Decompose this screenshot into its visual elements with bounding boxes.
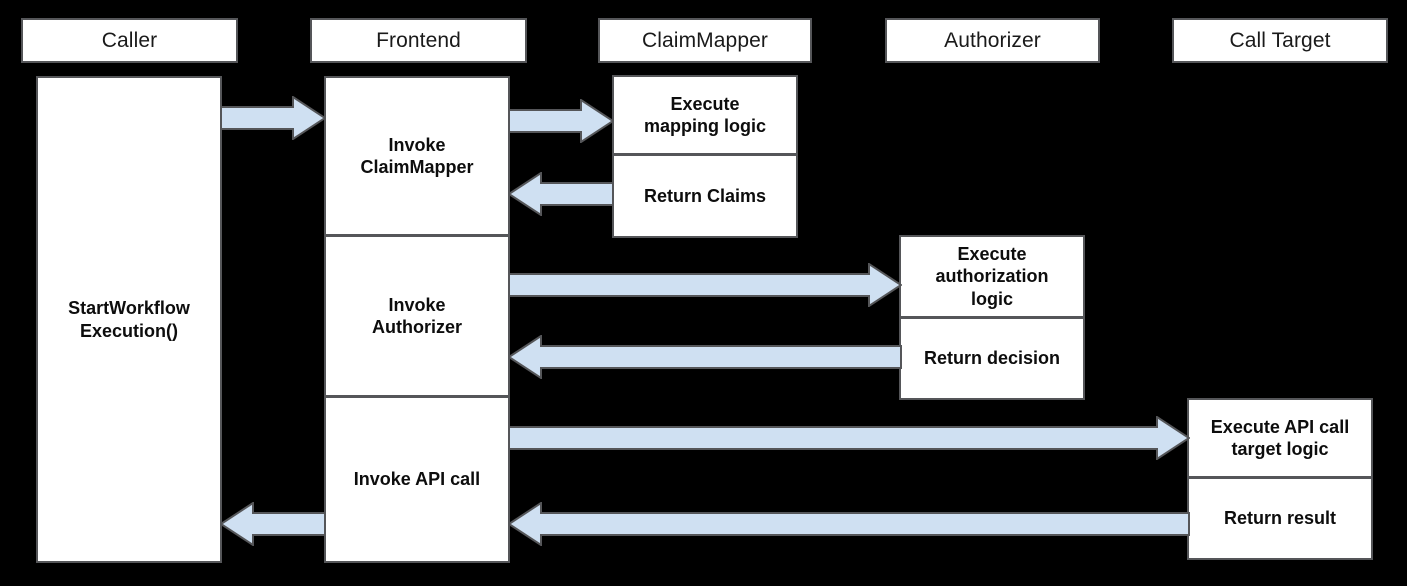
lane-header-claimmapper-label: ClaimMapper bbox=[642, 28, 768, 52]
activation-frontend-invoke-api-call[interactable]: Invoke API call bbox=[324, 397, 510, 563]
message-arrow-frontend-to-calltarget[interactable] bbox=[509, 416, 1190, 460]
lane-header-authorizer[interactable]: Authorizer bbox=[885, 18, 1100, 63]
activation-frontend-invoke-claimmapper[interactable]: Invoke ClaimMapper bbox=[324, 76, 510, 236]
activation-frontend-invoke-authorizer[interactable]: Invoke Authorizer bbox=[324, 236, 510, 397]
activation-claimmapper-execute-mapping-logic-label: Execute mapping logic bbox=[643, 93, 766, 137]
activation-claimmapper-return-claims[interactable]: Return Claims bbox=[612, 155, 798, 238]
lane-header-frontend-label: Frontend bbox=[376, 28, 461, 52]
activation-caller-startworkflow[interactable]: StartWorkflow Execution() bbox=[36, 76, 222, 563]
lane-header-caller[interactable]: Caller bbox=[21, 18, 238, 63]
message-arrow-claimmapper-to-frontend[interactable] bbox=[509, 172, 614, 216]
lane-header-frontend[interactable]: Frontend bbox=[310, 18, 527, 63]
activation-caller-startworkflow-label: StartWorkflow Execution() bbox=[68, 298, 190, 341]
message-arrow-calltarget-to-frontend[interactable] bbox=[509, 502, 1190, 546]
activation-calltarget-return-result-label: Return result bbox=[1223, 508, 1337, 529]
message-arrow-authorizer-to-frontend[interactable] bbox=[509, 335, 902, 379]
lane-header-calltarget[interactable]: Call Target bbox=[1172, 18, 1388, 63]
activation-frontend-invoke-claimmapper-label: Invoke ClaimMapper bbox=[360, 134, 474, 178]
activation-frontend-invoke-api-call-label: Invoke API call bbox=[353, 469, 481, 490]
activation-authorizer-execute-authorization-logic[interactable]: Execute authorization logic bbox=[899, 235, 1085, 318]
activation-claimmapper-execute-mapping-logic[interactable]: Execute mapping logic bbox=[612, 75, 798, 155]
activation-claimmapper-return-claims-label: Return Claims bbox=[643, 185, 767, 206]
activation-authorizer-return-decision[interactable]: Return decision bbox=[899, 318, 1085, 400]
activation-calltarget-return-result[interactable]: Return result bbox=[1187, 478, 1373, 560]
lane-header-calltarget-label: Call Target bbox=[1229, 28, 1331, 52]
activation-authorizer-return-decision-label: Return decision bbox=[923, 348, 1061, 369]
lane-header-caller-label: Caller bbox=[101, 28, 158, 52]
activation-authorizer-execute-authorization-logic-label: Execute authorization logic bbox=[935, 243, 1049, 309]
lane-header-authorizer-label: Authorizer bbox=[944, 28, 1041, 52]
activation-calltarget-execute-api-call-target-logic-label: Execute API call target logic bbox=[1210, 416, 1350, 460]
message-arrow-frontend-to-claimmapper[interactable] bbox=[509, 99, 614, 143]
message-arrow-caller-to-frontend[interactable] bbox=[221, 96, 326, 140]
activation-frontend-invoke-authorizer-label: Invoke Authorizer bbox=[372, 294, 462, 338]
message-arrow-frontend-to-authorizer[interactable] bbox=[509, 263, 902, 307]
message-arrow-frontend-to-caller[interactable] bbox=[221, 502, 326, 546]
activation-calltarget-execute-api-call-target-logic[interactable]: Execute API call target logic bbox=[1187, 398, 1373, 478]
lane-header-claimmapper[interactable]: ClaimMapper bbox=[598, 18, 812, 63]
